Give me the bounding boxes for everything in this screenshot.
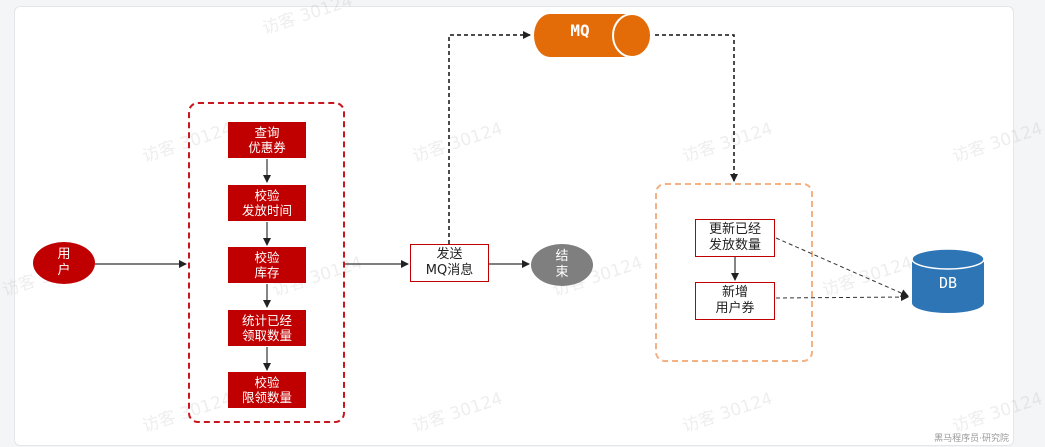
footer-watermark: 黑马程序员·研究院 (934, 434, 1009, 444)
user-node: 用 户 (33, 242, 95, 284)
step-check-issue-time: 校验 发放时间 (228, 185, 306, 221)
step-check-stock: 校验 库存 (228, 247, 306, 283)
db-label: DB (938, 274, 958, 292)
consumer-group (655, 183, 813, 362)
end-node: 结 束 (531, 244, 593, 286)
insert-user-coupon-node: 新增 用户券 (695, 282, 775, 320)
database-icon (911, 248, 985, 313)
step-query-coupon: 查询 优惠券 (228, 122, 306, 158)
mq-label: MQ (570, 21, 590, 40)
update-issued-count-node: 更新已经 发放数量 (695, 219, 775, 257)
step-count-received: 统计已经 领取数量 (228, 310, 306, 346)
diagram-canvas (14, 6, 1014, 446)
mq-cylinder-icon (534, 13, 652, 58)
send-mq-node: 发送 MQ消息 (410, 244, 489, 282)
step-check-limit: 校验 限领数量 (228, 372, 306, 408)
validation-group (188, 102, 345, 423)
